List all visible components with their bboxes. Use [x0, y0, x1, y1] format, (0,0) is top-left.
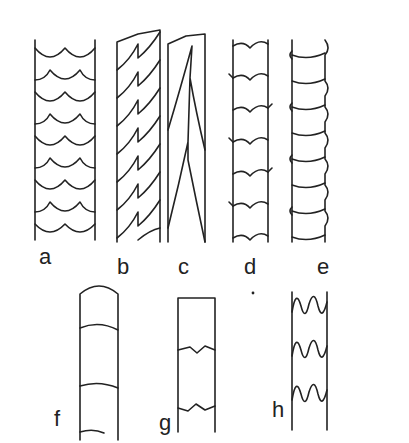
- panel-letter: g: [159, 412, 171, 434]
- irregular-wave-hair: [178, 298, 215, 432]
- panel-letter: e: [317, 256, 329, 278]
- petal-scale-hair: [117, 30, 160, 242]
- panel-letter: h: [272, 399, 284, 421]
- elongate-scale-hair: [168, 34, 205, 242]
- panel-letter: a: [39, 246, 51, 268]
- panel-letter: c: [178, 256, 189, 278]
- panel-letter: d: [244, 256, 256, 278]
- panel-letter: b: [117, 256, 129, 278]
- stray-dot: [252, 292, 255, 295]
- streaked-wave-hair: [292, 292, 327, 430]
- imbricate-scale-hair: [35, 40, 95, 240]
- panel-letter: f: [54, 408, 60, 430]
- coronal-scale-hair: [290, 40, 328, 242]
- crenate-mosaic-hair: [229, 40, 272, 242]
- simple-band-hair: [80, 286, 118, 440]
